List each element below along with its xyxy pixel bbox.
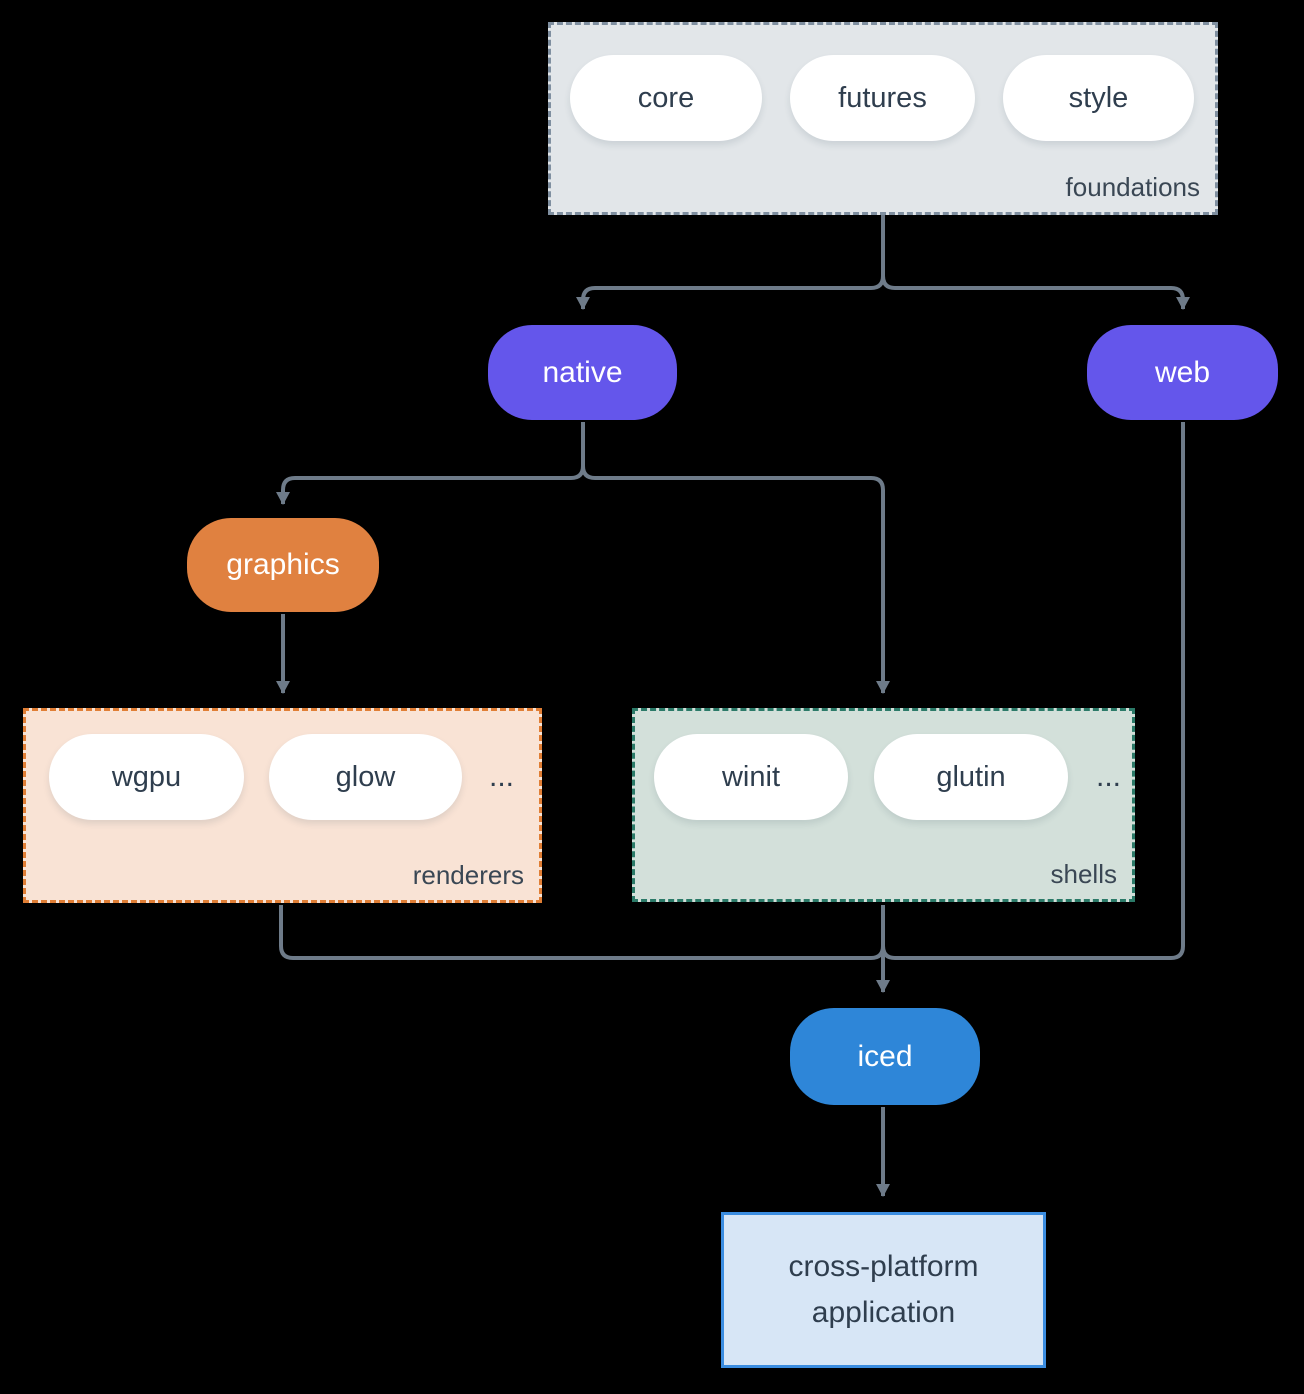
pill-winit-label: winit [721,760,780,793]
native-node: native [488,325,677,420]
edge-foundations-native [576,215,885,310]
renderers-ellipsis: ... [489,760,515,793]
application-label: cross-platform application [788,1249,979,1330]
pill-wgpu-label: wgpu [111,760,182,793]
iced-node: iced [790,1008,980,1105]
application-node: cross-platform application [721,1212,1046,1368]
shells-group: winit glutin ... shells [632,708,1135,902]
pill-futures: futures [790,55,975,141]
pill-style-label: style [1068,81,1129,114]
renderers-pill-row: wgpu glow ... [26,711,539,820]
pill-winit: winit [654,734,848,820]
graphics-node: graphics [187,518,379,612]
pill-core: core [570,55,762,141]
pill-glow-label: glow [335,760,396,793]
pill-glutin-label: glutin [936,760,1006,793]
pill-style: style [1003,55,1194,141]
web-node: web [1087,325,1278,420]
renderers-group: wgpu glow ... renderers [23,708,542,903]
foundations-pill-row: core futures style [551,25,1215,141]
edge-native-shells [581,422,890,694]
foundations-group: core futures style foundations [548,22,1218,215]
native-label: native [542,355,623,389]
pill-futures-label: futures [838,81,927,114]
edge-renderers-iced [279,905,885,960]
pill-core-label: core [637,81,695,114]
pill-glow: glow [269,734,462,820]
shells-label: shells [1050,859,1117,889]
edge-foundations-web [881,215,1190,310]
graphics-label: graphics [226,548,340,581]
shells-ellipsis: ... [1096,760,1122,793]
pill-wgpu: wgpu [49,734,244,820]
edge-native-graphics [276,422,585,505]
shells-pill-row: winit glutin ... [635,711,1132,820]
foundations-label: foundations [1065,172,1200,202]
renderers-label: renderers [412,860,524,890]
iced-label: iced [857,1039,913,1073]
web-label: web [1154,355,1211,389]
pill-glutin: glutin [874,734,1068,820]
